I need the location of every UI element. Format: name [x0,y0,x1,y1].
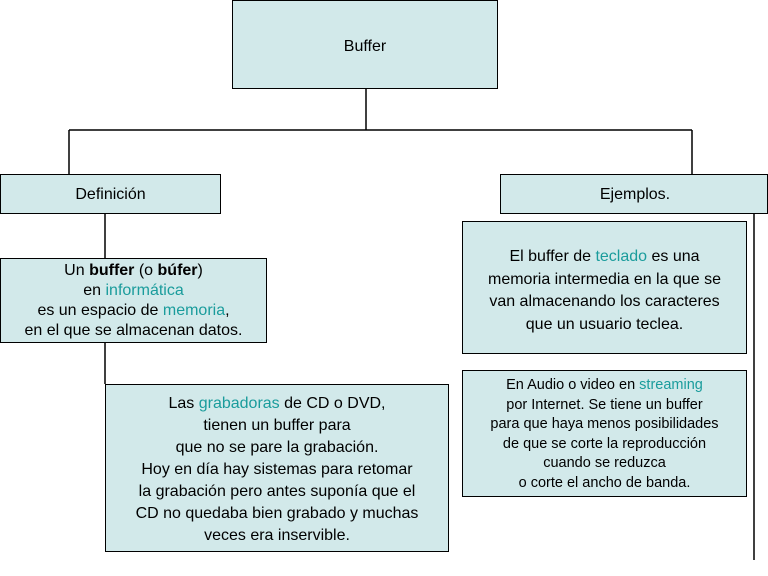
keyboard-line-4: que un usuario teclea. [525,315,684,333]
recorders-line-1: Las grabadoras de CD o DVD, [168,395,386,412]
recorders-line-4: Hoy en día hay sistemas para retomar [141,461,413,478]
streaming-line-6: o corte el ancho de banda. [518,474,691,491]
definition-node: Un buffer (o búfer) en informática es un… [0,258,267,343]
recorders-line-7: veces era inservible. [204,527,350,544]
link-streaming[interactable]: streaming [639,377,703,393]
definition-line-2: en informática [83,282,184,299]
streaming-line-5: cuando se reduzca [543,455,666,472]
definition-line-3: es un espacio de memoria, [37,302,230,319]
examples-header-node: Ejemplos. [500,174,768,214]
keyboard-line-2: memoria intermedia en la que se [487,270,721,288]
link-teclado[interactable]: teclado [595,248,648,265]
link-memoria[interactable]: memoria [162,302,226,319]
definition-line-1: Un buffer (o búfer) [64,262,203,279]
examples-header-text: Ejemplos. [599,186,671,203]
streaming-line-4: de que se corte la reproducción [502,435,707,452]
recorders-line-3: que no se pare la grabación. [175,439,379,456]
keyboard-line-1: El buffer de teclado es una [509,248,700,265]
keyboard-line-3: van almacenando los caracteres [489,293,720,310]
recorders-node: Las grabadoras de CD o DVD, tienen un bu… [105,384,449,552]
definition-line-4: en el que se almacenan datos. [24,322,243,339]
root-node: Buffer [232,0,498,89]
link-grabadoras[interactable]: grabadoras [198,395,280,412]
link-informatica[interactable]: informática [105,282,184,299]
streaming-line-2: por Internet. Se tiene un buffer [506,396,703,413]
streaming-node: En Audio o video en streaming por Intern… [462,370,747,497]
streaming-line-1: En Audio o video en streaming [506,377,703,393]
examples-header-label: Ejemplos. [501,185,767,205]
keyboard-node: El buffer de teclado es una memoria inte… [462,221,747,354]
recorders-line-2: tienen un buffer para [203,417,351,434]
streaming-line-3: para que haya menos posibilidades [490,416,719,433]
definition-header-node: Definición [0,174,221,214]
recorders-line-6: CD no quedaba bien grabado y muchas [135,505,419,522]
recorders-line-5: la grabación pero antes suponía que el [138,483,416,500]
definition-header-label: Definición [75,186,146,203]
root-label: Buffer [343,38,387,55]
